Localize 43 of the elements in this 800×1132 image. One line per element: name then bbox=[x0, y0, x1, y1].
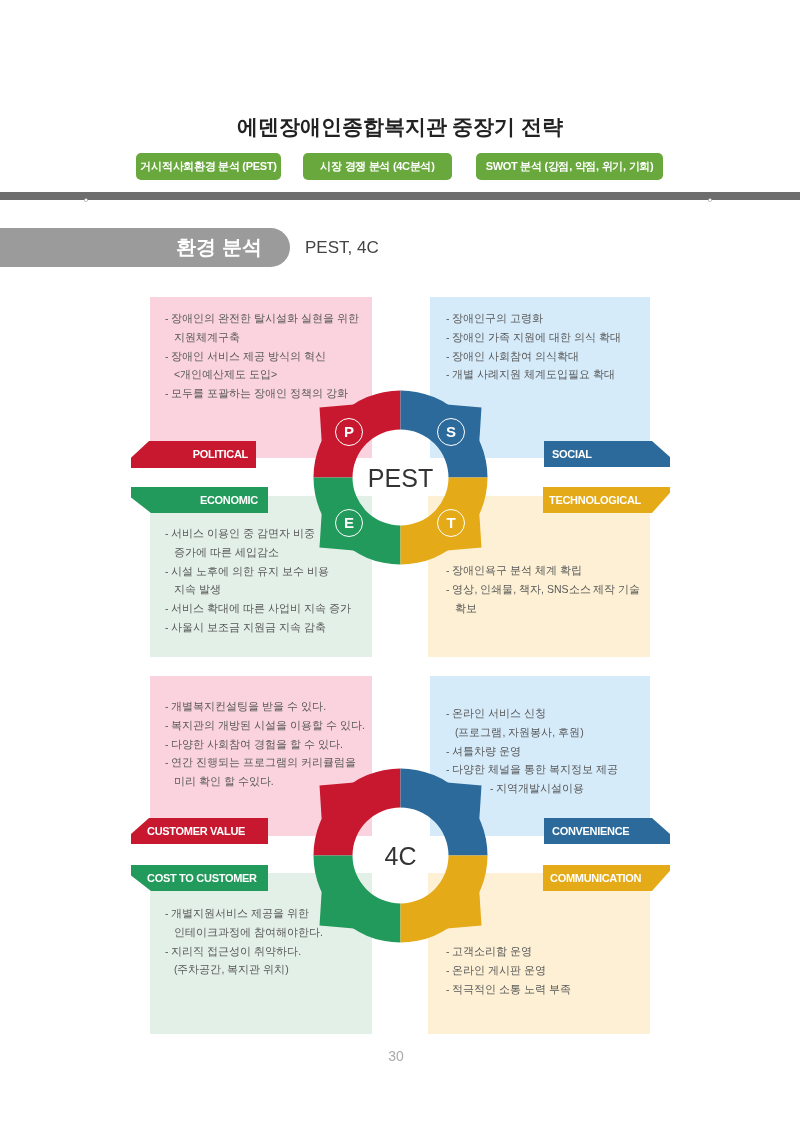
bullet-text: - 장애인 사회참여 의식확대 bbox=[446, 348, 580, 364]
bullet-text: - 고객소리함 운영 bbox=[446, 944, 533, 959]
category-ribbon: ECONOMIC bbox=[131, 487, 268, 513]
section-subtitle: PEST, 4C bbox=[305, 237, 379, 259]
section-banner: 환경 분석 bbox=[0, 228, 290, 267]
bullet-text: - 개별 사례지원 체계도입필요 확대 bbox=[446, 367, 616, 383]
bullet-text: - 지리직 접근성이 취약하다. (주차공간, 복지관 위치) bbox=[165, 943, 303, 978]
category-ribbon: POLITICAL bbox=[131, 441, 256, 468]
topic-tab: 거시적사회환경 분석 (PEST) bbox=[136, 153, 281, 180]
bullet-text: - 지역개발시설이용 bbox=[490, 781, 586, 797]
bullet-text: - 장애인구의 고령화 bbox=[446, 311, 544, 326]
bullet-text: - 다양한 체널을 통한 복지정보 제공 bbox=[446, 762, 619, 778]
ring-center-label: PEST bbox=[367, 463, 434, 492]
page-title: 에덴장애인종합복지관 중장기 전략 bbox=[236, 114, 564, 140]
bullet-text: - 온라인 게시판 운영 bbox=[446, 962, 547, 978]
bullet-text: - 서비스 확대에 따른 사업비 지속 증가 bbox=[165, 601, 351, 617]
bullet-text: - 사울시 보조금 지원금 지속 감축 bbox=[165, 620, 327, 635]
bullet-text: - 서비스 이용인 중 감면자 비중 증가에 따른 세입감소 bbox=[165, 526, 317, 560]
category-ribbon: CUSTOMER VALUE bbox=[131, 818, 268, 844]
bullet-text: - 개별복지컨설팅을 받을 수 있다. bbox=[165, 699, 327, 714]
bullet-text: - 다양한 사회참여 경험을 할 수 있다. bbox=[165, 736, 343, 752]
bullet-text: - 장애인욕구 분석 체계 확립 bbox=[446, 563, 583, 578]
category-ribbon: SOCIAL bbox=[544, 441, 670, 467]
bullet-text: - 모두를 포괄하는 장애인 정책의 강화 bbox=[165, 386, 349, 402]
bullet-text: - 온라인 서비스 신청 (프로그램, 자원봉사, 후원) bbox=[446, 706, 585, 740]
bullet-text: - 적극적인 소통 노력 부족 bbox=[446, 981, 572, 997]
bullet-text: - 연간 진행되는 프로그램의 커리큘럼을 미리 확인 할 수있다. bbox=[165, 755, 358, 790]
bullet-text: - 셔틀차량 운영 bbox=[446, 743, 522, 759]
category-ribbon: COMMUNICATION bbox=[543, 865, 670, 891]
bullet-text: - 장애인 가족 지원에 대한 의식 확대 bbox=[446, 329, 621, 345]
bullet-text: - 시설 노후에 의한 유지 보수 비용 지속 발생 bbox=[165, 563, 330, 598]
bullet-text: - 복지관의 개방된 시설을 이용할 수 있다. bbox=[165, 717, 365, 733]
ring-center-label: 4C bbox=[384, 841, 417, 870]
category-ribbon: CONVENIENCE bbox=[544, 818, 670, 844]
topic-tab: SWOT 분석 (강점, 약점, 위기, 기회) bbox=[476, 153, 663, 180]
page-number: 30 bbox=[388, 1047, 404, 1065]
bullet-text: - 영상, 인쇄물, 책자, SNS소스 제작 기술 확보 bbox=[446, 581, 642, 616]
topic-tab: 시장 경쟁 분석 (4C분석) bbox=[303, 153, 452, 180]
bullet-text: - 개별지원서비스 제공을 위한 인테이크과정에 참여해야한다. bbox=[165, 906, 324, 940]
bullet-text: - 장애인 서비스 제공 방식의 혁신 <개인예산제도 도입> bbox=[165, 348, 328, 383]
category-ribbon: COST TO CUSTOMER bbox=[131, 865, 268, 891]
bullet-text: - 장애인의 완전한 탈시설화 실현을 위한 지원체계구축 bbox=[165, 311, 361, 345]
category-ribbon: TECHNOLOGICAL bbox=[543, 487, 670, 513]
